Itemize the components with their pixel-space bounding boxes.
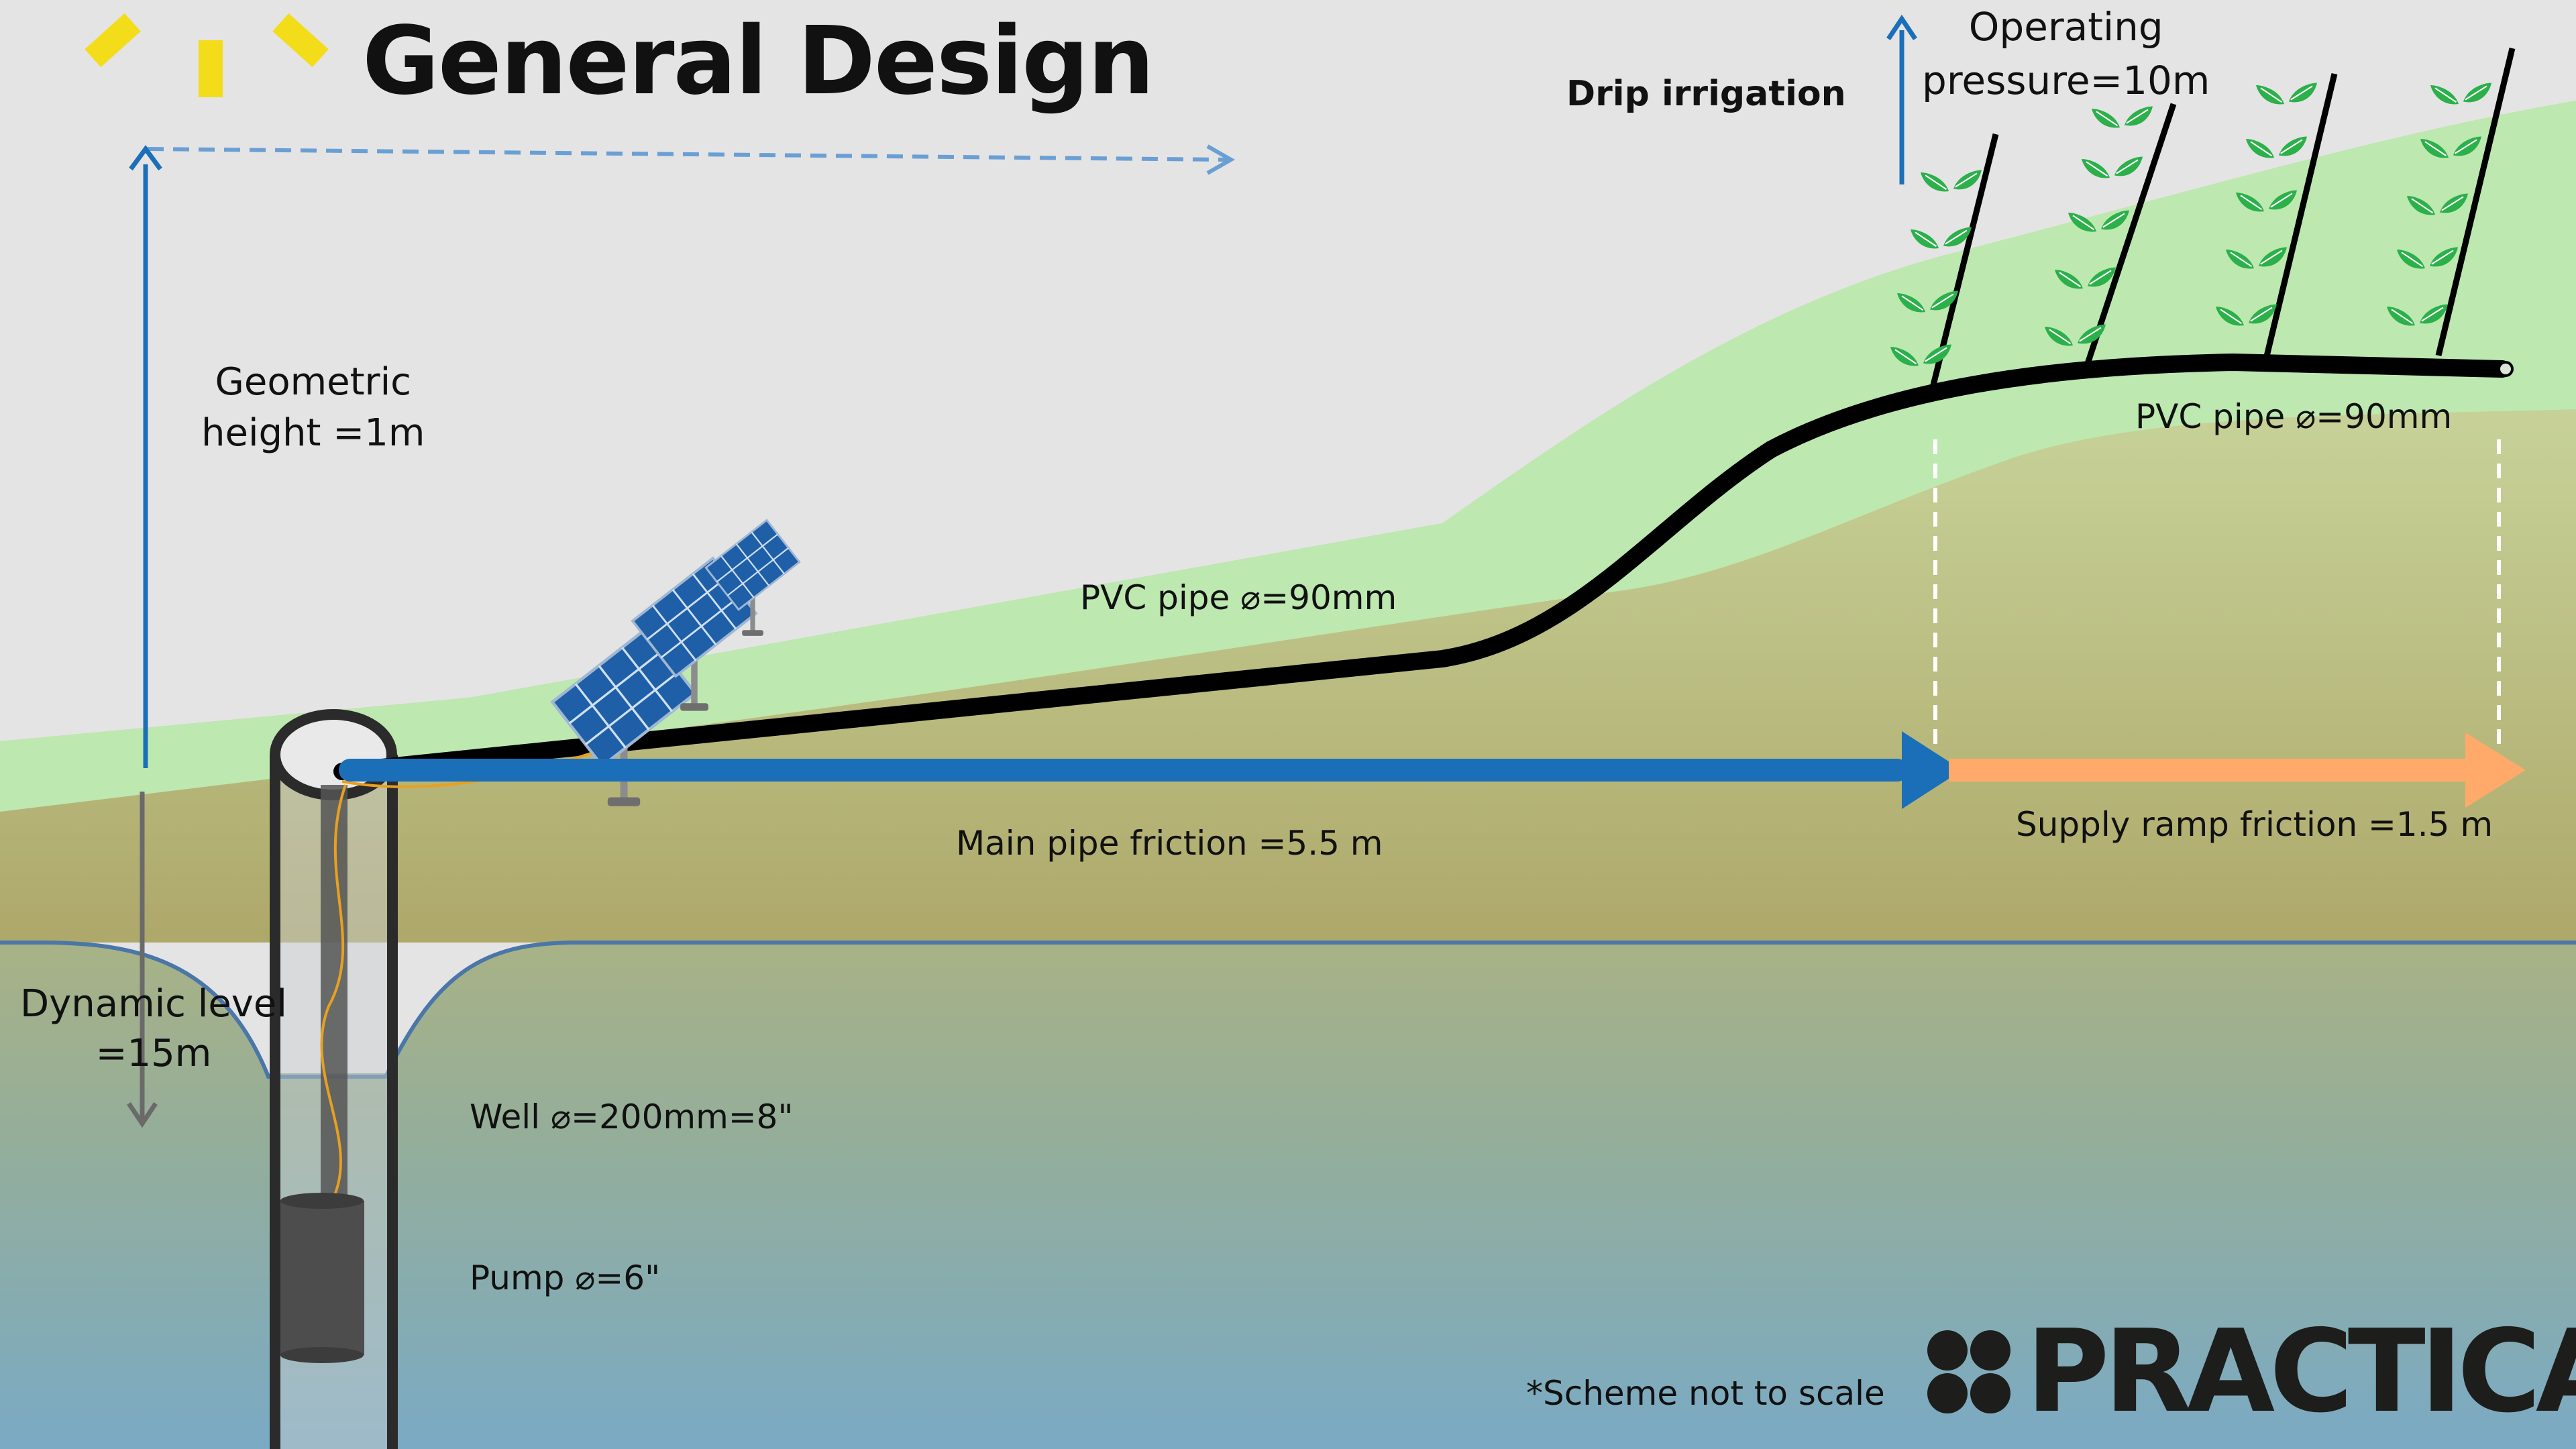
slope-green-band [0,101,2576,812]
well-label: Well ⌀=200mm=8" [470,1097,794,1136]
operating-pressure-label: Operating pressure=10m [1922,0,2210,107]
geometric-height-label: Geometric height =1m [201,357,425,459]
practica-logo-icon [1927,1330,2010,1413]
drip-irrigation-label: Drip irrigation [1566,74,1846,114]
geometric-height-line2: height =1m [201,411,425,455]
supply-ramp-friction-arrow [1949,733,2526,808]
page-title: General Design [362,7,1155,116]
operating-pressure-line2: pressure=10m [1922,58,2210,103]
sun-icon [85,13,329,97]
scale-note: *Scheme not to scale [1526,1374,1885,1413]
dynamic-level-label: Dynamic level =15m [20,979,287,1079]
pump-label: Pump ⌀=6" [470,1258,661,1297]
brand-logo: PRACTICA [1925,1305,2576,1438]
groundwater [0,943,2576,1449]
water-table-line [0,941,2576,1079]
main-pipe-friction-label: Main pipe friction =5.5 m [956,824,1383,863]
pvc-main-pipe [333,353,2511,780]
supply-ramp-friction-label: Supply ramp friction =1.5 m [2016,805,2493,844]
dynamic-level-line2: =15m [95,1032,212,1075]
brand-name: PRACTICA [2026,1305,2576,1438]
head-reference-dashed-arrow [147,147,1228,162]
geometric-height-line1: Geometric [215,360,411,404]
pvc-pipe-field-label: PVC pipe ⌀=90mm [2135,397,2453,436]
operating-pressure-line1: Operating [1968,4,2163,50]
dynamic-level-line1: Dynamic level [20,982,287,1026]
main-pipe-friction-arrow [339,731,1962,809]
pump-icon [280,1193,364,1363]
pvc-pipe-main-label: PVC pipe ⌀=90mm [1080,578,1397,617]
